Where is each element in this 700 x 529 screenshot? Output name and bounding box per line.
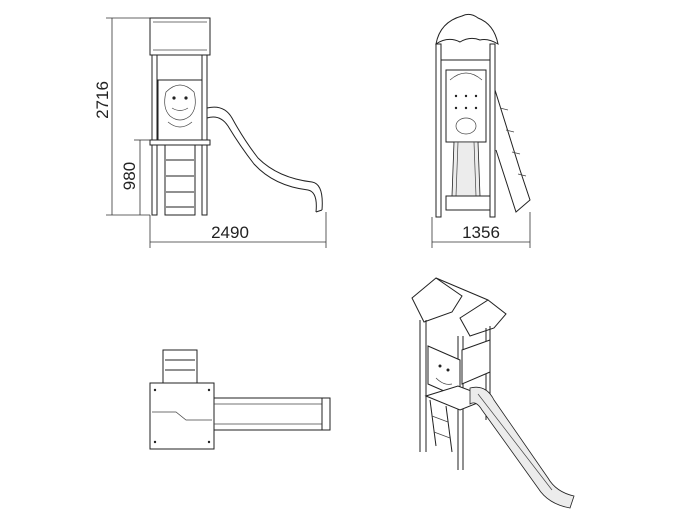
side-elevation-view: 2716 980 2490: [93, 17, 327, 248]
post-left: [151, 54, 158, 216]
deck: [149, 139, 211, 146]
post-front-right: [489, 43, 496, 218]
dim-total-width: 1356: [462, 223, 500, 242]
dim-total-length: 2490: [211, 223, 249, 242]
roof-iso-left: [411, 277, 463, 323]
side-ladder: [494, 89, 531, 213]
ladder: [164, 144, 196, 216]
tower-plan: [149, 382, 215, 450]
post-front-left: [435, 43, 442, 218]
slide-plan: [213, 397, 331, 431]
slide-iso: [469, 386, 575, 509]
dragon-panel-front: [445, 69, 487, 143]
dim-platform-height: 980: [120, 162, 139, 190]
post-right: [201, 54, 208, 216]
roof-iso-right: [459, 299, 507, 337]
plan-view: [149, 349, 331, 450]
slide: [206, 106, 323, 211]
dim-total-height: 2716: [93, 81, 112, 119]
dragon-panel: [157, 79, 203, 143]
front-elevation-view: 1356: [431, 13, 531, 248]
isometric-view: [411, 277, 575, 509]
ladder-plan: [162, 349, 198, 384]
roof-panel: [149, 17, 211, 56]
roof-front: [435, 13, 499, 46]
